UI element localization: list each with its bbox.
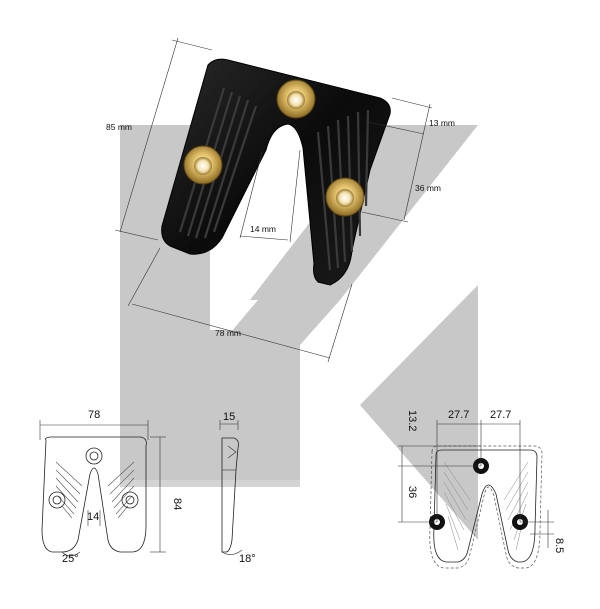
part-photo bbox=[161, 58, 391, 286]
hole-layout-drawing: 27.7 27.7 13.2 36 8.5 bbox=[398, 409, 565, 569]
photo-dim-hole-span: 36 mm bbox=[415, 183, 441, 193]
side-view-drawing: 15 18° bbox=[219, 411, 256, 565]
hole-dim-spacing-right: 27.7 bbox=[490, 409, 511, 421]
part-body bbox=[161, 58, 391, 286]
grommet-right bbox=[325, 177, 365, 217]
hole-dim-vertical: 36 bbox=[406, 486, 418, 498]
front-dim-width: 78 bbox=[88, 409, 100, 421]
photo-dim-top-offset: 13 mm bbox=[429, 118, 455, 128]
grommet-left bbox=[183, 145, 223, 185]
photo-dim-height: 85 mm bbox=[106, 122, 132, 132]
hole-dim-top-offset: 13.2 bbox=[406, 410, 418, 431]
side-dim-angle: 18° bbox=[239, 553, 256, 565]
front-view-drawing: 78 14 84 25° bbox=[39, 409, 183, 565]
photo-dim-slot: 14 mm bbox=[250, 224, 276, 234]
front-dim-height: 84 bbox=[171, 498, 183, 510]
photo-dim-width: 78 mm bbox=[215, 328, 241, 338]
front-dim-slot: 14 bbox=[87, 511, 99, 523]
grommet-top bbox=[276, 79, 316, 119]
side-dim-thickness: 15 bbox=[223, 411, 235, 423]
photo-dimensions: 85 mm 13 mm 36 mm 14 mm 78 mm bbox=[106, 37, 455, 363]
hole-dim-bottom-offset: 8.5 bbox=[553, 538, 565, 553]
hole-dim-spacing-left: 27.7 bbox=[448, 409, 469, 421]
front-dim-angle: 25° bbox=[62, 553, 79, 565]
